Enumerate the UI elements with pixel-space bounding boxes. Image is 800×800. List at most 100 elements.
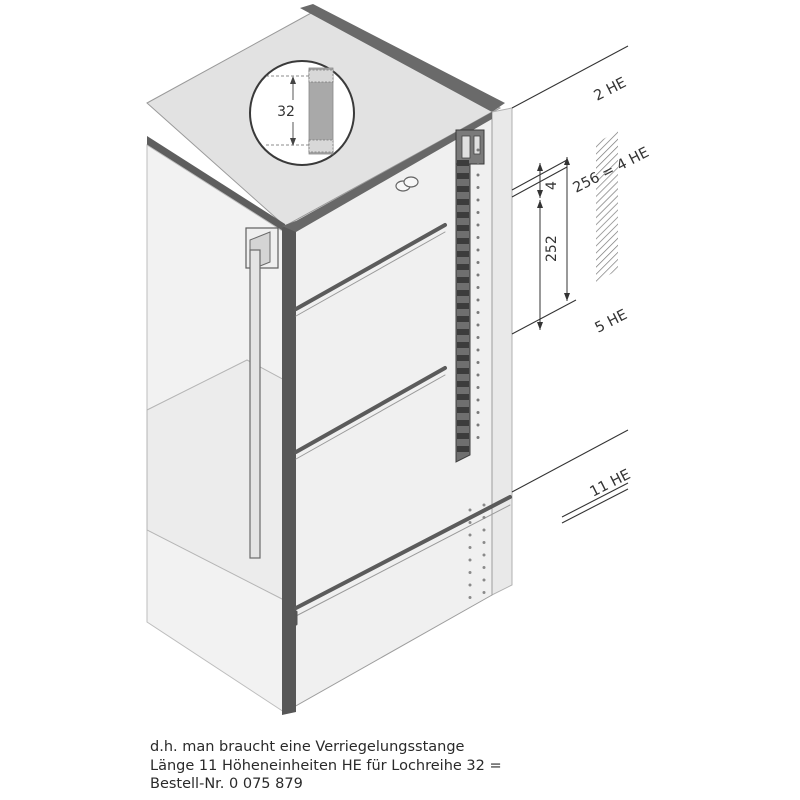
front-left-edge	[282, 221, 296, 715]
arrow-head	[564, 293, 570, 301]
front-panel-lines	[294, 223, 512, 626]
panel-line	[294, 366, 447, 454]
panel-line	[294, 495, 512, 610]
hole	[482, 591, 486, 594]
bar-tooth	[457, 264, 469, 270]
hatched-section	[596, 131, 618, 282]
bar-tooth	[457, 420, 469, 426]
bar-tooth	[457, 199, 469, 205]
label-2-he: 2 HE	[592, 75, 629, 105]
hole	[476, 198, 480, 202]
total-underline	[561, 482, 629, 524]
panel-line	[295, 374, 446, 460]
hole	[468, 596, 472, 599]
hole	[476, 273, 480, 277]
bar-tooth	[457, 160, 469, 166]
leader-line	[511, 45, 629, 109]
caption-line-1: d.h. man braucht eine Verriegelungsstang…	[150, 739, 465, 755]
hole	[468, 546, 472, 549]
bar-tooth	[457, 394, 469, 400]
label-11-he: 11 HE	[588, 467, 634, 501]
caption-line-3: Bestell-Nr. 0 075 879	[150, 776, 303, 792]
hole	[476, 323, 480, 327]
bar-tooth	[457, 316, 469, 322]
hole	[476, 336, 480, 339]
bar-tooth	[457, 277, 469, 283]
bar-tooth	[457, 342, 469, 348]
top-back-rim	[300, 4, 505, 112]
label-252: 252	[544, 235, 560, 262]
hole	[476, 211, 480, 214]
arrow-head	[537, 200, 543, 208]
bar-tooth	[457, 368, 469, 374]
leader-line	[511, 429, 629, 493]
arrow-head	[537, 190, 543, 198]
hole	[468, 521, 472, 524]
caption-line-2: Länge 11 Höheneinheiten HE für Lochreihe…	[150, 757, 502, 774]
arrow-head	[537, 322, 543, 330]
hole	[482, 503, 486, 507]
hole	[476, 373, 480, 377]
hole	[476, 348, 480, 352]
hole-row	[476, 148, 480, 439]
bar-tooth	[457, 329, 469, 335]
hole	[482, 578, 486, 582]
hole	[482, 566, 486, 569]
hole	[482, 528, 486, 532]
lock-cylinder	[395, 176, 419, 192]
hole	[476, 161, 480, 164]
hole	[476, 223, 480, 227]
hole	[476, 361, 480, 364]
hole	[476, 148, 480, 152]
hole	[476, 248, 480, 252]
label-4: 4	[544, 181, 560, 190]
hole	[476, 398, 480, 402]
hole	[468, 558, 472, 562]
bar-tooth	[457, 381, 469, 387]
hole	[476, 436, 480, 439]
hole	[468, 571, 472, 574]
top-front-band	[147, 136, 285, 233]
bar-tooth	[457, 290, 469, 296]
hole	[476, 411, 480, 414]
bar-tooth	[457, 407, 469, 413]
dimension-lines	[511, 45, 629, 493]
hole	[476, 286, 480, 289]
hole	[476, 236, 480, 239]
bar-tooth	[457, 433, 469, 439]
locking-bar-teeth	[457, 160, 469, 452]
hole-row	[468, 503, 486, 599]
cabinet-diagram: 32 2 HE 256 = 4 HE	[146, 4, 652, 715]
caption: d.h. man braucht eine Verriegelungsstang…	[150, 738, 770, 794]
hole	[468, 508, 472, 512]
arrow-head	[564, 157, 570, 165]
panel-line	[295, 231, 446, 317]
hole	[476, 311, 480, 314]
bar-tooth	[457, 212, 469, 218]
front-top-rim	[282, 112, 492, 232]
bar-tooth	[457, 186, 469, 192]
bar-tooth	[457, 173, 469, 179]
hole	[482, 541, 486, 544]
bar-tooth	[457, 303, 469, 309]
bar-tooth	[457, 225, 469, 231]
hole	[476, 186, 480, 189]
arrow-head	[537, 163, 543, 171]
bar-tooth	[457, 355, 469, 361]
left-hinge	[245, 227, 279, 559]
hole-pitch-label: 32	[277, 104, 295, 120]
hole	[476, 423, 480, 427]
detail-magnifier: 32	[249, 60, 355, 166]
bar-tooth	[457, 238, 469, 244]
hole	[476, 386, 480, 389]
leader-line	[511, 299, 577, 335]
label-5-he: 5 HE	[593, 307, 630, 337]
hole	[476, 298, 480, 302]
hole	[476, 261, 480, 264]
bar-tooth	[457, 251, 469, 257]
hole	[482, 516, 486, 519]
hole	[476, 173, 480, 177]
dimension-arrows	[537, 157, 570, 330]
panel-line	[294, 223, 447, 311]
hole	[482, 553, 486, 557]
